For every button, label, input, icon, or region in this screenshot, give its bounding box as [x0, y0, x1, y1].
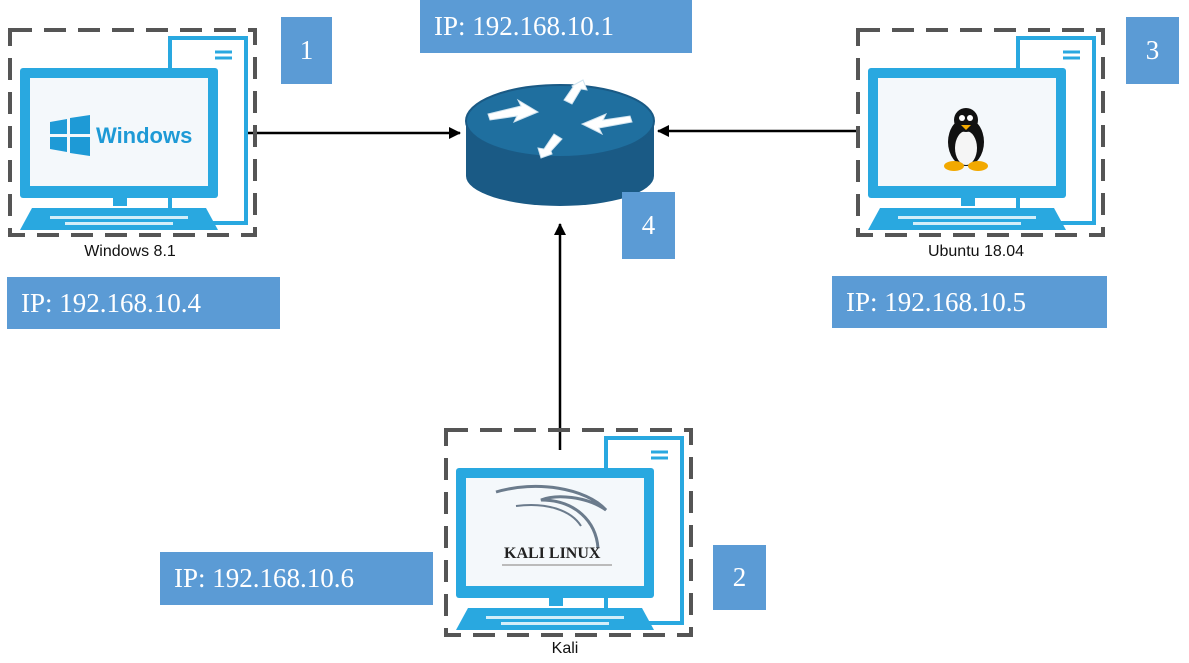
computer-ubuntu — [856, 28, 1105, 237]
windows-logo-icon — [50, 115, 90, 156]
windows-ip-label: IP: 192.168.10.4 — [7, 277, 280, 329]
kali-screen-text: KALI LINUX — [504, 545, 601, 562]
computer-kali: KALI LINUX — [444, 428, 693, 637]
number-badge-kali: 2 — [713, 545, 766, 610]
tux-penguin-icon — [944, 108, 988, 171]
windows-screen-text: Windows — [96, 123, 192, 148]
ubuntu-name-label: Ubuntu 18.04 — [927, 243, 1025, 260]
kali-dragon-icon — [495, 484, 608, 549]
ubuntu-ip-label: IP: 192.168.10.5 — [832, 276, 1107, 328]
number-badge-ubuntu: 3 — [1126, 17, 1179, 84]
number-badge-router: 4 — [622, 192, 675, 259]
number-badge-windows: 1 — [281, 17, 332, 84]
windows-name-label: Windows 8.1 — [84, 243, 176, 260]
computer-windows: Windows — [8, 28, 257, 237]
router-icon — [465, 79, 655, 206]
kali-ip-label: IP: 192.168.10.6 — [160, 552, 433, 605]
kali-name-label: Kali — [551, 640, 579, 657]
router-ip-label: IP: 192.168.10.1 — [420, 0, 692, 53]
